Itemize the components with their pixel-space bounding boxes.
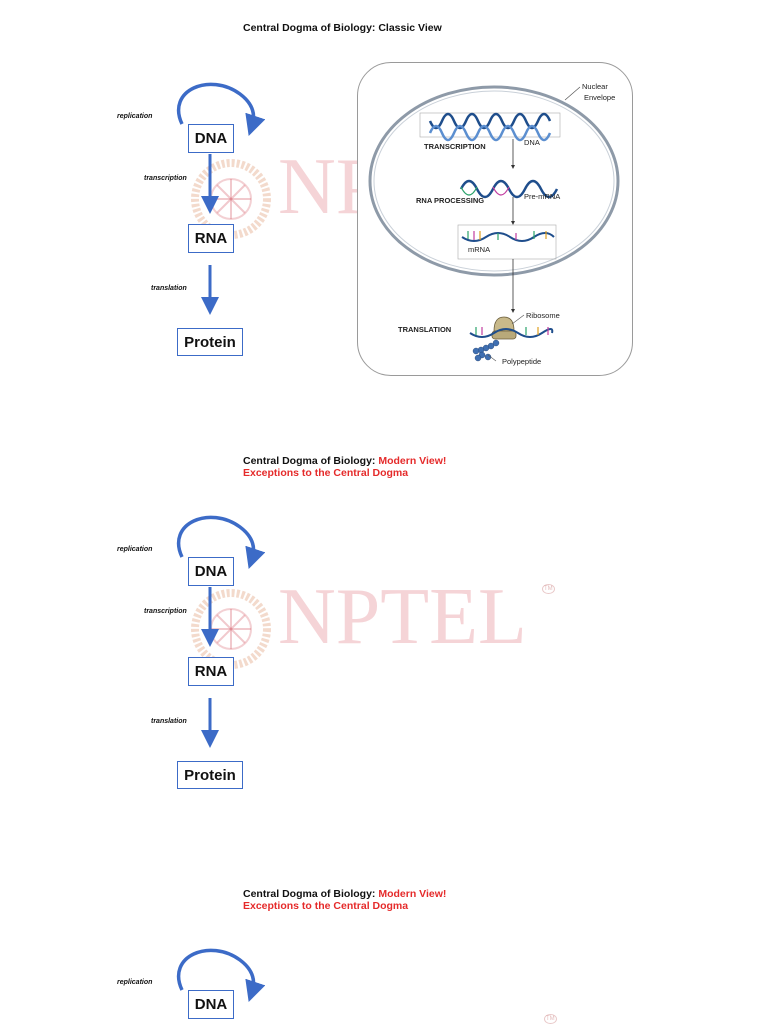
transcription-stage-label: TRANSCRIPTION [424,142,486,151]
pre-mrna-strand [459,179,559,199]
section3-subtitle: Exceptions to the Central Dogma [243,900,409,912]
section2-title-prefix: Central Dogma of Biology: [243,455,379,467]
pre-mrna-label: Pre-mRNA [524,192,561,201]
replication-label: replication [117,546,153,553]
dna-helix [428,112,552,142]
trademark-mark: TM [542,584,555,594]
transcription-label: transcription [144,608,187,615]
polypeptide-label: Polypeptide [502,357,542,366]
transcription-label: transcription [144,175,187,182]
watermark-text: NPTEL [278,573,527,661]
dna-box: DNA [188,990,234,1019]
dna-label: DNA [524,138,540,147]
replication-label: replication [117,979,153,986]
replication-arrow [176,515,266,569]
replication-label: replication [117,113,153,120]
mrna-label: mRNA [468,245,491,254]
section1-arrows [176,82,266,315]
replication-arrow [176,82,266,136]
rna-box: RNA [188,657,234,686]
translation-stage-label: TRANSLATION [398,325,452,334]
dna-box: DNA [188,124,234,153]
section2-title-highlight: Modern View! [378,455,447,467]
section2-subtitle: Exceptions to the Central Dogma [243,467,409,479]
section2-title: Central Dogma of Biology: Modern View! [243,455,446,467]
replication-arrow [176,948,266,1002]
nuclear-envelope-label-2: Envelope [584,93,616,102]
rna-processing-label: RNA PROCESSING [416,196,485,205]
mrna-strand [461,231,555,242]
section1-title: Central Dogma of Biology: Classic View [243,22,442,34]
polypeptide-chain [472,339,500,362]
section3-title-prefix: Central Dogma of Biology: [243,888,379,900]
dna-box: DNA [188,557,234,586]
rna-box: RNA [188,224,234,253]
translation-label: translation [151,718,187,725]
cell-diagram [368,85,620,362]
nuclear-envelope-label-1: Nuclear [582,82,608,91]
ribosome-label: Ribosome [526,311,560,320]
ribosome [491,316,517,340]
protein-box: Protein [177,328,243,356]
section3-title-highlight: Modern View! [378,888,447,900]
translation-label: translation [151,285,187,292]
cell-figure: Nuclear Envelope DNA TRANSCRIPTION Pre-m… [357,62,633,376]
protein-box: Protein [177,761,243,789]
section3-title: Central Dogma of Biology: Modern View! [243,888,446,900]
